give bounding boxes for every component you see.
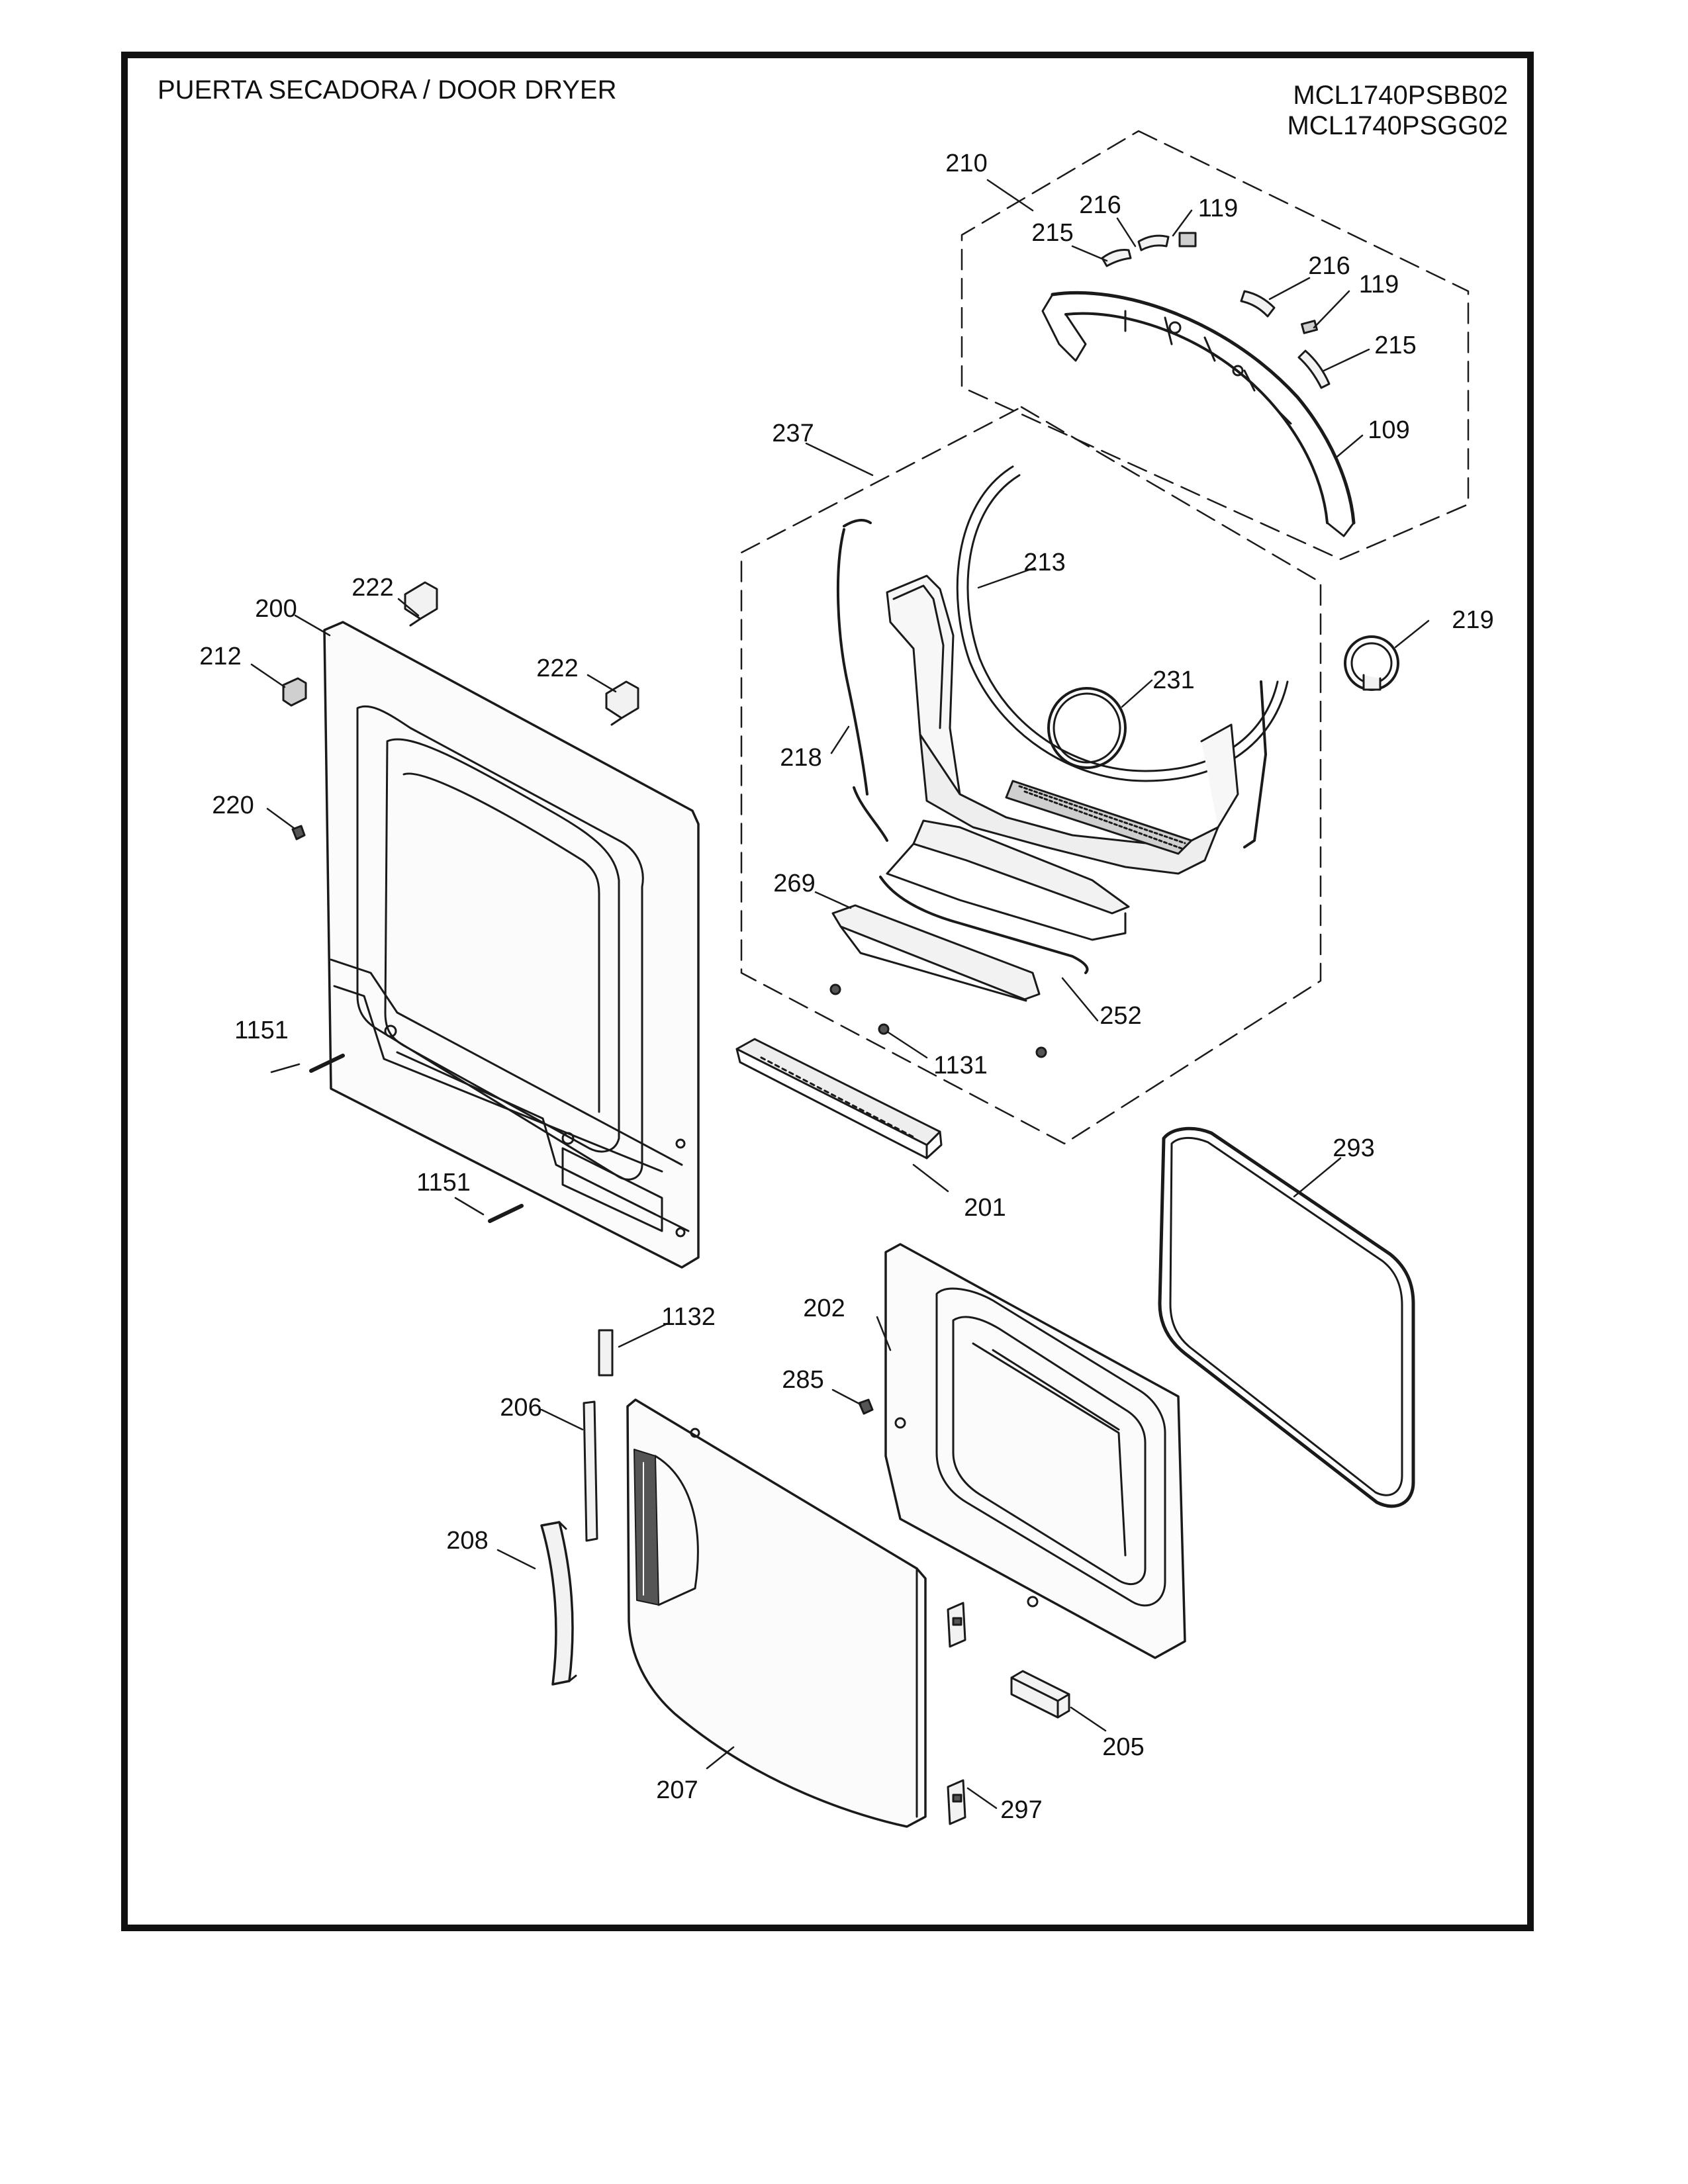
callout-201: 201 (964, 1194, 1006, 1222)
callout-1131: 1131 (933, 1052, 988, 1079)
part-206-strip (583, 1400, 598, 1542)
model-number-1: MCL1740PSBB02 (1293, 81, 1508, 110)
part-285-clip (858, 1398, 874, 1415)
callout-222: 222 (536, 655, 579, 682)
callout-200: 200 (255, 595, 297, 623)
callout-109: 109 (1368, 416, 1410, 444)
part-269-filter-housing (831, 904, 1041, 1001)
model-number-2: MCL1740PSGG02 (1287, 111, 1508, 140)
callout-205: 205 (1102, 1733, 1145, 1761)
part-222-bracket-a (404, 581, 438, 620)
leader-lines (250, 179, 1430, 1809)
part-202-inner-door (884, 1243, 1186, 1659)
part-1131-screw-b (878, 1023, 890, 1035)
part-1131-screw-a (829, 983, 841, 995)
part-218-wire (836, 519, 888, 842)
part-200-front-panel (323, 621, 700, 1269)
callout-293: 293 (1333, 1134, 1375, 1162)
group-outline-237 (740, 406, 1322, 1145)
callout-210: 210 (945, 150, 988, 177)
part-1151-screw-b (488, 1204, 524, 1223)
part-205-block (1010, 1670, 1070, 1719)
callout-206: 206 (500, 1394, 542, 1422)
part-293-gasket (1158, 1126, 1415, 1508)
part-201-bezel (735, 1038, 943, 1160)
part-216-pad-b (1240, 290, 1276, 318)
callout-297: 297 (1000, 1796, 1043, 1824)
part-213-rim-side (1243, 680, 1267, 848)
callout-237: 237 (772, 420, 814, 447)
part-237-front-housing (886, 574, 1239, 941)
part-212-switch (282, 677, 307, 707)
callout-1132: 1132 (661, 1303, 716, 1331)
callout-231: 231 (1152, 666, 1195, 694)
callout-119: 119 (1197, 195, 1239, 222)
callout-207: 207 (656, 1776, 698, 1804)
callout-215: 215 (1031, 219, 1074, 247)
part-119-block-a (1178, 232, 1197, 248)
callout-1151: 1151 (234, 1017, 289, 1044)
part-231-ring (1047, 687, 1127, 769)
callout-213: 213 (1023, 549, 1066, 576)
part-1132-plate (598, 1329, 614, 1377)
part-109-bracket (1041, 291, 1356, 537)
part-216-pad-a (1137, 234, 1170, 251)
page-frame (121, 52, 1534, 1931)
part-252-duct (879, 876, 1089, 974)
part-215-clip-b (1297, 349, 1331, 389)
part-1131-screw-c (1035, 1046, 1047, 1058)
callout-119: 119 (1358, 271, 1399, 298)
part-222-bracket-b (605, 680, 639, 719)
part-213-rim (956, 465, 1289, 782)
callout-222: 222 (352, 574, 394, 602)
callout-220: 220 (212, 792, 254, 819)
callout-216: 216 (1308, 252, 1350, 280)
part-220-clip (291, 825, 306, 841)
callout-1151: 1151 (416, 1169, 471, 1197)
part-215-clip-a (1101, 249, 1132, 267)
part-1151-screw-a (309, 1054, 345, 1073)
callout-269: 269 (773, 870, 816, 897)
callout-218: 218 (780, 744, 822, 772)
group-outline-210 (961, 130, 1470, 561)
callout-216: 216 (1079, 191, 1121, 219)
callout-202: 202 (803, 1295, 845, 1322)
diagram-title: PUERTA SECADORA / DOOR DRYER (158, 75, 617, 105)
part-207-outer-door (626, 1398, 927, 1828)
callout-252: 252 (1100, 1002, 1142, 1030)
callout-219: 219 (1452, 606, 1494, 634)
callout-208: 208 (446, 1527, 489, 1555)
part-219-grommet (1344, 635, 1399, 691)
callout-285: 285 (782, 1366, 824, 1394)
callout-212: 212 (199, 643, 242, 670)
callout-215: 215 (1374, 332, 1417, 359)
part-208-handle (540, 1521, 574, 1686)
